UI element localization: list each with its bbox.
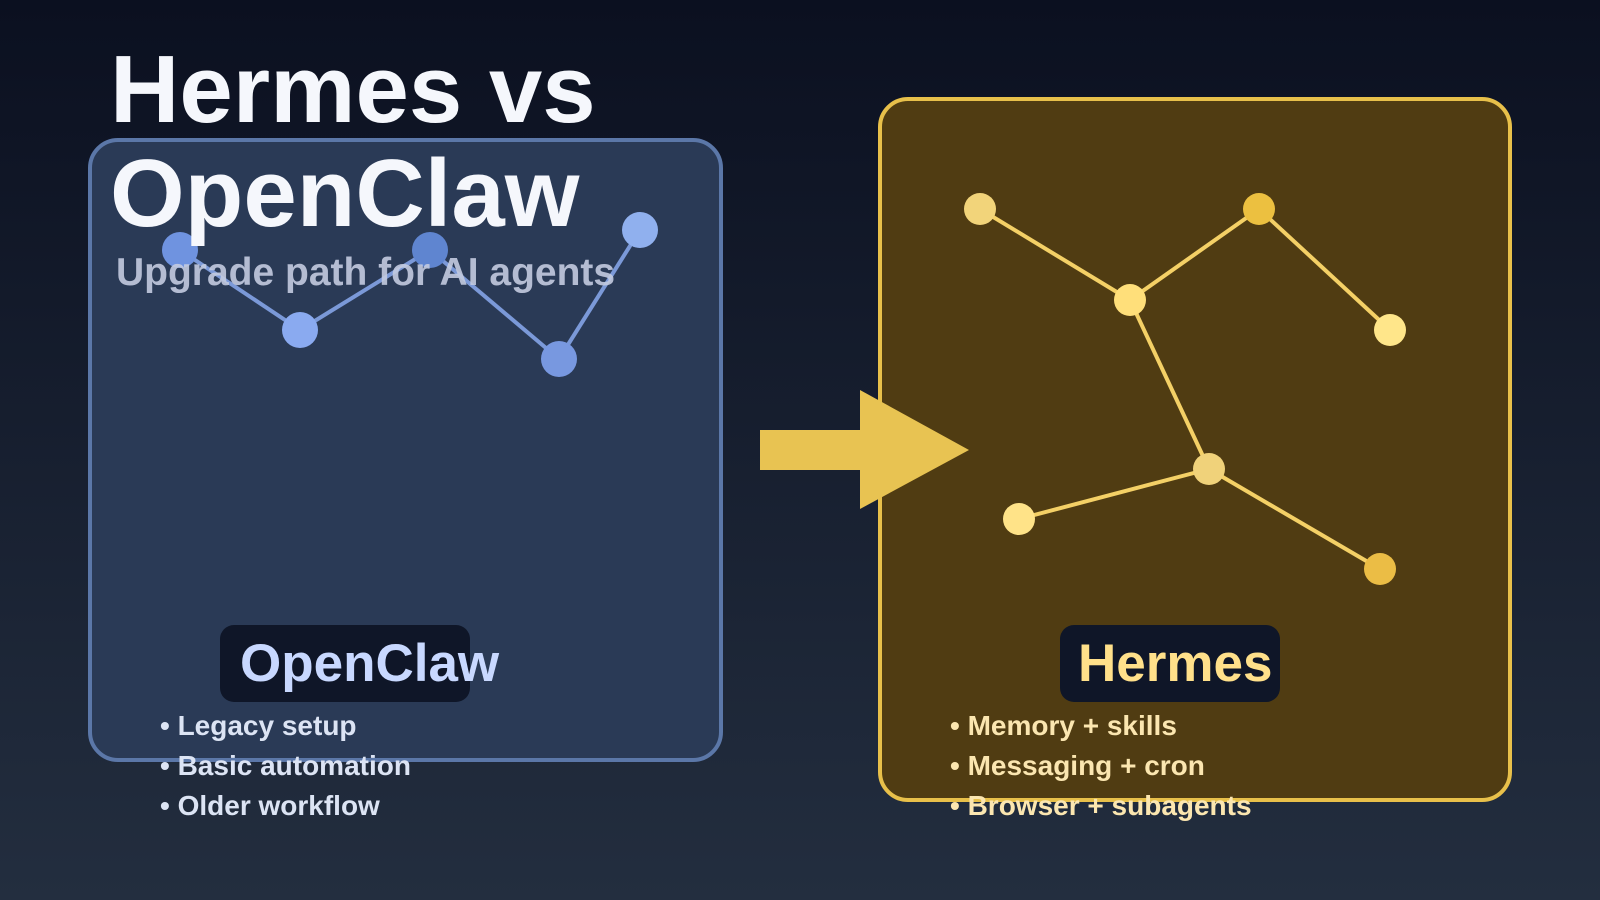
hermes-edge (1257, 207, 1392, 332)
subtitle: Upgrade path for AI agents (116, 251, 615, 294)
hermes-edge (1128, 207, 1261, 302)
openclaw-linear-graph (162, 212, 658, 377)
hermes-node (1114, 284, 1146, 316)
openclaw-edge (178, 248, 302, 332)
hermes-edge (1207, 467, 1382, 571)
hermes-edge (1018, 467, 1210, 521)
hermes-node (1003, 503, 1035, 535)
hermes-label-pill (1060, 625, 1280, 702)
arrow-right-icon (760, 390, 969, 509)
openclaw-node (162, 232, 198, 268)
openclaw-label-pill (220, 625, 470, 702)
hermes-edge (978, 207, 1132, 302)
openclaw-node (622, 212, 658, 248)
hermes-bullet: • Memory + skills (950, 710, 1177, 741)
hermes-node (1193, 453, 1225, 485)
openclaw-node (541, 341, 577, 377)
openclaw-edge (298, 248, 432, 332)
openclaw-bullet: • Basic automation (160, 750, 411, 781)
hermes-node (1364, 553, 1396, 585)
openclaw-edge (428, 248, 561, 361)
openclaw-bullet: • Legacy setup (160, 710, 357, 741)
openclaw-label: OpenClaw (240, 634, 500, 693)
hermes-node (1374, 314, 1406, 346)
hermes-node (1243, 193, 1275, 225)
hermes-network-graph (964, 193, 1406, 585)
hermes-bullet: • Messaging + cron (950, 750, 1205, 781)
hermes-label: Hermes (1078, 634, 1272, 693)
openclaw-node (282, 312, 318, 348)
hermes-node (964, 193, 996, 225)
hermes-edge (1128, 299, 1211, 470)
openclaw-edge (557, 228, 642, 361)
title-line-1: Hermes vs (110, 36, 596, 143)
openclaw-node (412, 232, 448, 268)
openclaw-bullet: • Older workflow (160, 790, 380, 821)
hermes-bullet: • Browser + subagents (950, 790, 1252, 821)
title-line-2: OpenClaw (110, 140, 580, 247)
